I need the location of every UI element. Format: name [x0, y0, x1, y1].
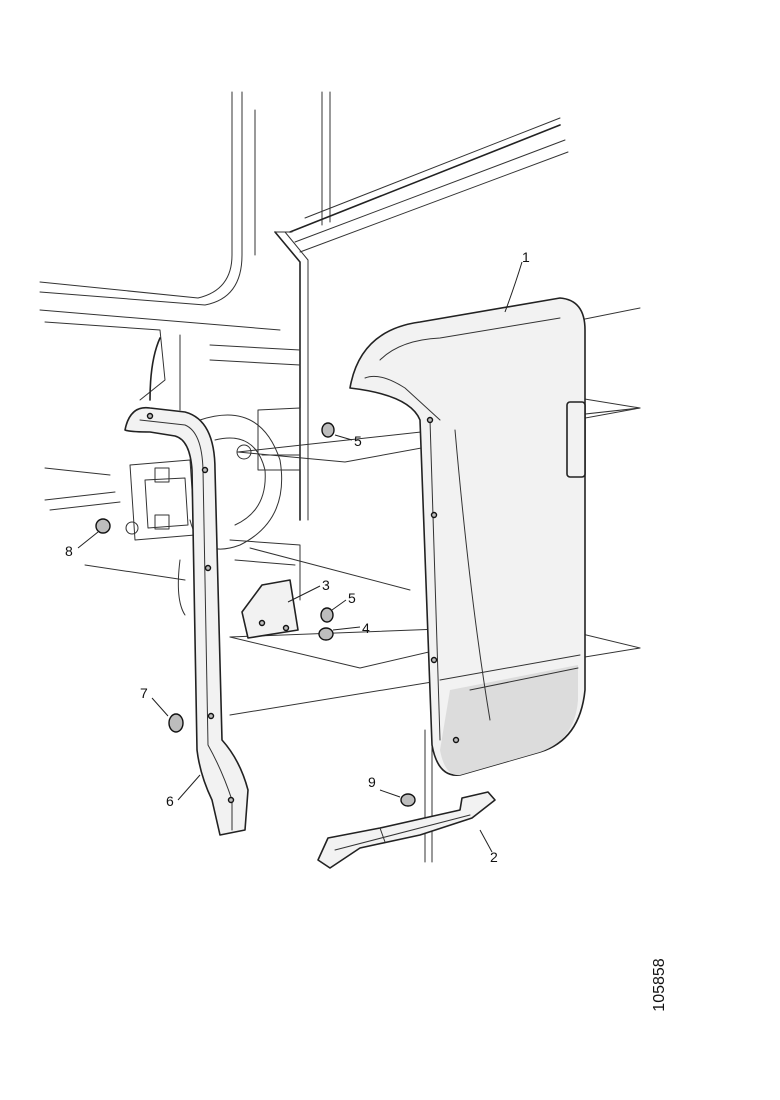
document-code-text: 105858 [651, 958, 668, 1012]
callout-9: 9 [368, 774, 376, 790]
callout-1: 1 [522, 249, 530, 265]
part-6-trim-strip [124, 406, 249, 836]
callout-leader-lines [77, 261, 523, 853]
callout-2: 2 [490, 849, 498, 865]
callout-5-upper: 5 [354, 433, 362, 449]
nut-5-lower [320, 607, 334, 623]
callout-7: 7 [140, 685, 148, 701]
washer-7 [168, 713, 184, 733]
part-2-lower-bracket [317, 791, 496, 869]
nut-9 [400, 793, 416, 807]
fastener-nuts [95, 422, 416, 807]
callout-6: 6 [166, 793, 174, 809]
callout-4: 4 [362, 620, 370, 636]
nut-4 [318, 627, 334, 641]
callout-8: 8 [65, 543, 73, 559]
callout-3: 3 [322, 577, 330, 593]
nut-5-upper [321, 422, 335, 438]
callout-labels: 1 2 3 4 5 5 6 7 8 9 [65, 249, 530, 865]
nut-8 [95, 518, 111, 534]
part-3-bracket [241, 579, 299, 639]
vehicle-body-outline [39, 91, 641, 863]
document-code: 105858 [640, 930, 680, 1040]
callout-5-lower: 5 [348, 590, 356, 606]
part-1-rear-corner-panel [349, 297, 586, 776]
